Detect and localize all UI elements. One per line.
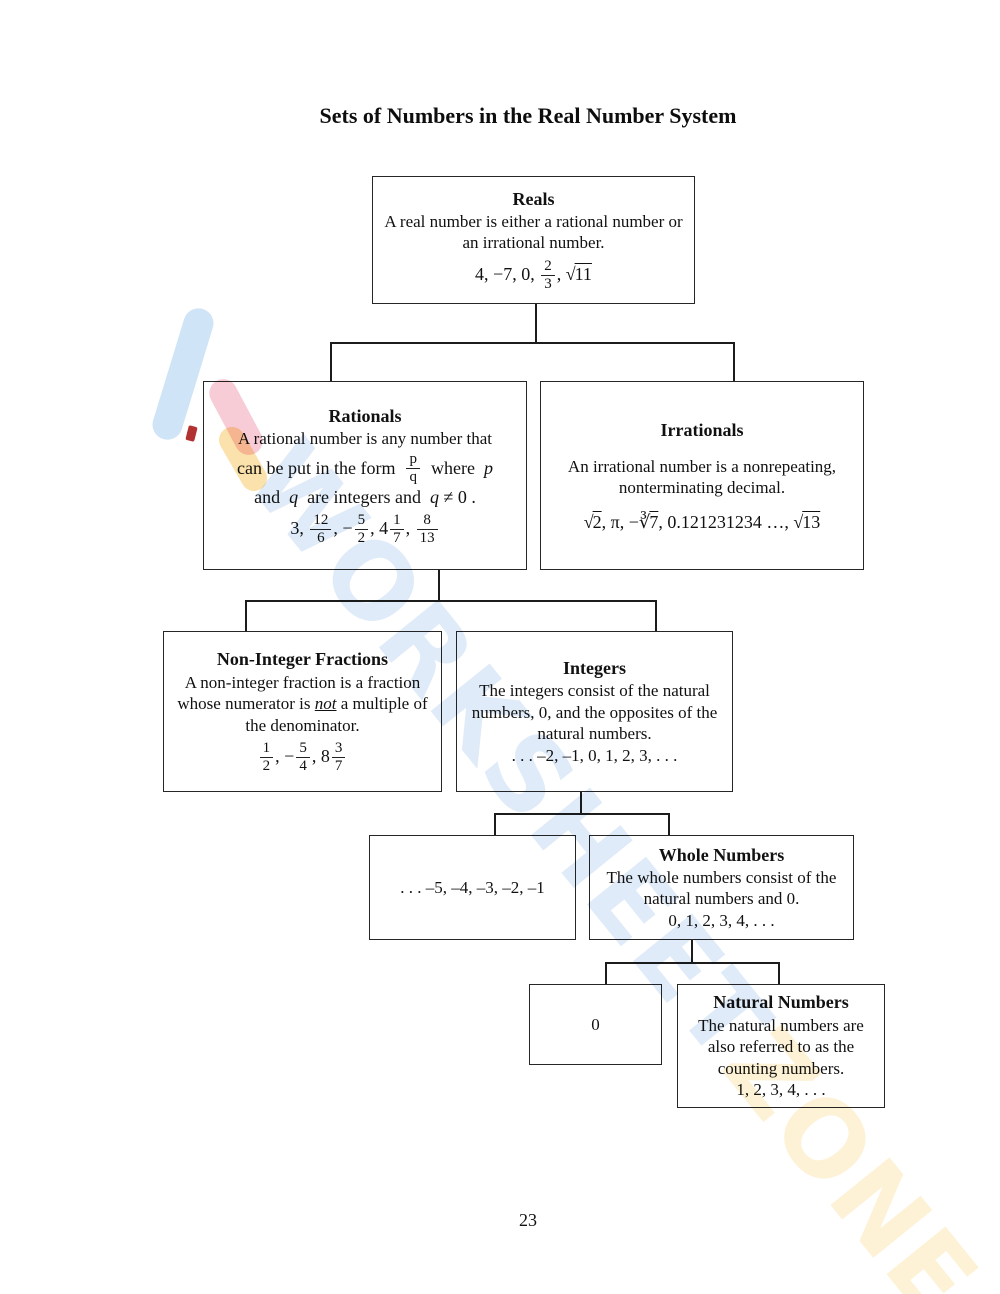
box-nif-body-post: a multiple of the denominator. <box>245 694 428 735</box>
box-whole-examples: 0, 1, 2, 3, 4, . . . <box>668 910 775 930</box>
box-natural-numbers: Natural Numbers The natural numbers are … <box>677 984 885 1108</box>
box-non-integer-fractions: Non-Integer Fractions A non-integer frac… <box>163 631 442 792</box>
page-title-text: Sets of Numbers in the Real Number Syste… <box>319 103 737 128</box>
box-negative-integers: . . . –5, –4, –3, –2, –1 <box>369 835 576 940</box>
box-whole-numbers: Whole Numbers The whole numbers consist … <box>589 835 854 940</box>
box-rationals-line3: and q are integers and q ≠ 0 . <box>254 487 476 507</box>
connector-reals-drop-left <box>330 342 332 382</box>
page-number-text: 23 <box>519 1210 537 1230</box>
box-negative-integers-values: . . . –5, –4, –3, –2, –1 <box>400 877 545 897</box>
box-whole-title: Whole Numbers <box>658 844 785 865</box>
box-reals: Reals A real number is either a rational… <box>372 176 695 304</box>
connector-whole-hbar <box>605 962 780 964</box>
box-zero-value: 0 <box>591 1014 600 1034</box>
box-irrationals-examples: √2, π, −∛7, 0.121231234 …, √13 <box>583 511 821 532</box>
connector-whole-drop-right <box>778 962 780 985</box>
box-reals-body: A real number is either a rational numbe… <box>384 211 683 253</box>
box-rationals-title: Rationals <box>328 405 402 426</box>
box-integers: Integers The integers consist of the nat… <box>456 631 733 792</box>
connector-rationals-hbar <box>245 600 657 602</box>
connector-reals-drop-right <box>733 342 735 382</box>
box-integers-examples: . . . –2, –1, 0, 1, 2, 3, . . . <box>511 745 678 765</box>
watermark-logo-red-dot <box>185 425 198 442</box>
connector-rationals-drop-left <box>245 600 247 632</box>
connector-whole-stem <box>691 940 693 963</box>
box-natural-body: The natural numbers are also referred to… <box>698 1015 864 1078</box>
box-rationals-line1: A rational number is any number that <box>238 429 492 448</box>
box-irrationals-title: Irrationals <box>660 419 744 440</box>
connector-reals-stem <box>535 304 537 343</box>
box-irrationals-body: An irrational number is a nonrepeating, … <box>567 456 837 498</box>
connector-integers-hbar <box>494 813 670 815</box>
box-nif-body-pre: A non-integer fraction is a fraction who… <box>177 672 421 714</box>
box-irrationals: Irrationals An irrational number is a no… <box>540 381 864 570</box>
connector-integers-stem <box>580 792 582 815</box>
box-whole-body: The whole numbers consist of the natural… <box>606 868 837 909</box>
page-number: 23 <box>0 1210 1000 1231</box>
box-reals-title: Reals <box>512 188 555 209</box>
box-nif-title: Non-Integer Fractions <box>216 649 389 670</box>
box-integers-body: The integers consist of the natural numb… <box>471 681 718 744</box>
connector-integers-drop-left <box>494 813 496 836</box>
box-nif-body: A non-integer fraction is a fraction who… <box>170 672 435 736</box>
connector-rationals-stem <box>438 570 440 602</box>
box-nif-body-not: not <box>314 694 337 714</box>
box-integers-title: Integers <box>563 657 626 678</box>
box-natural-examples: 1, 2, 3, 4, . . . <box>736 1080 826 1100</box>
page-title: Sets of Numbers in the Real Number Syste… <box>0 103 1000 129</box>
box-natural-title: Natural Numbers <box>713 992 849 1013</box>
box-zero: 0 <box>529 984 662 1065</box>
connector-reals-hbar <box>330 342 735 344</box>
connector-whole-drop-left <box>605 962 607 985</box>
connector-integers-drop-right <box>668 813 670 836</box>
connector-rationals-drop-right <box>655 600 657 632</box>
box-rationals: Rationals A rational number is any numbe… <box>203 381 527 570</box>
